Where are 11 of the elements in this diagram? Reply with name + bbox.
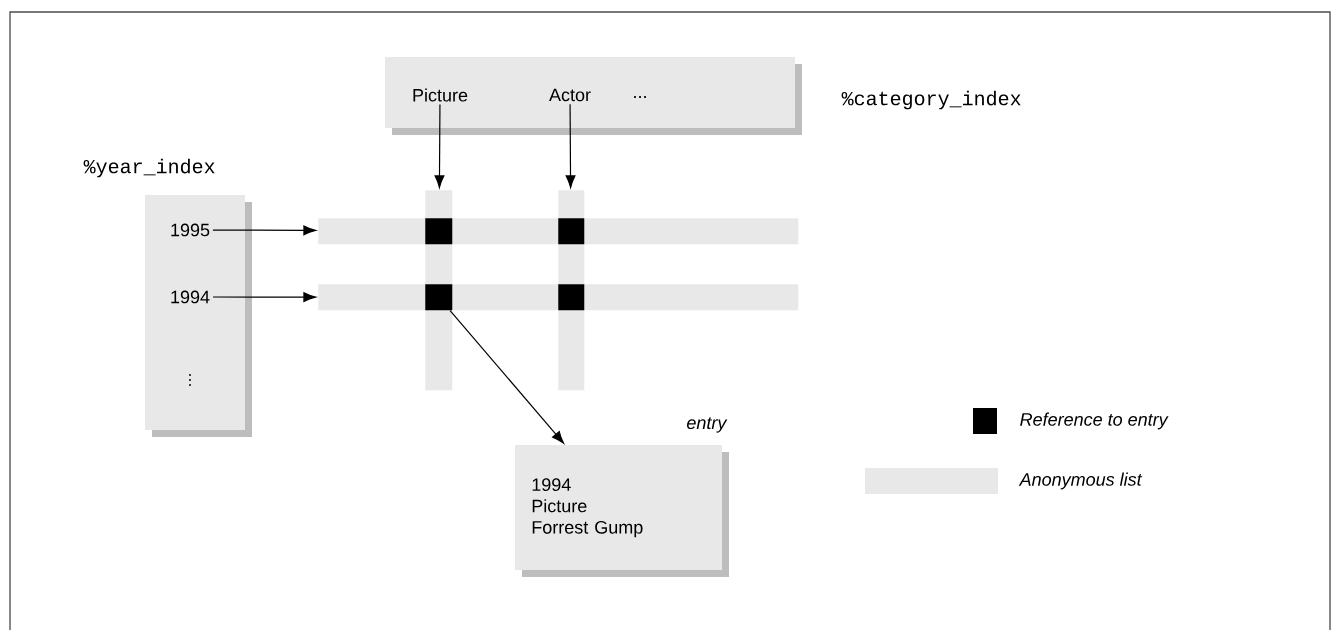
- reference-square: [425, 218, 453, 245]
- reference-square: [558, 218, 585, 245]
- reference-square: [558, 284, 585, 311]
- box-heading: entry: [687, 417, 728, 433]
- box-heading: %year_index: [83, 158, 215, 178]
- legend-text: Reference to entry: [1020, 412, 1169, 430]
- box: 1994 Picture Forrest Gump: [515, 445, 729, 577]
- arrow: [449, 309, 565, 444]
- legend-text: Anonymous list: [1018, 472, 1143, 490]
- reference-square: [425, 284, 453, 311]
- box-heading: %category_index: [841, 90, 1021, 110]
